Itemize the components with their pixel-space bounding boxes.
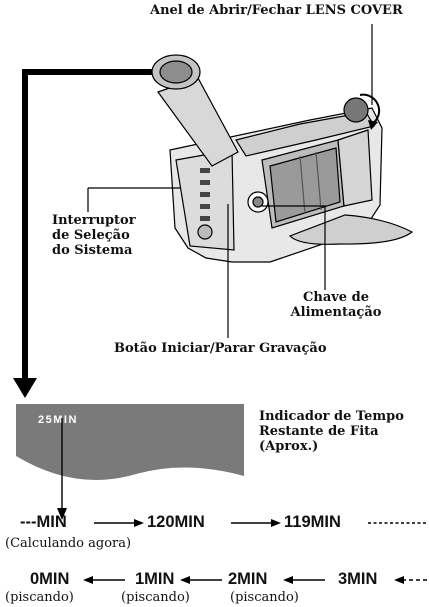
sequence-2-item-2min: 2MIN [228, 570, 268, 588]
record-button-label: Botão Iniciar/Parar Gravação [114, 341, 327, 356]
sequence-1-note: (Calculando agora) [5, 536, 132, 551]
sequence-1-continuation [368, 522, 426, 524]
system-switch-label-line-2: de Seleção [52, 228, 130, 243]
sequence-1-item-120min: 120MIN [147, 513, 205, 531]
power-switch-label-line-2: Alimentação [290, 305, 382, 320]
readout-pointer-arrow [57, 418, 67, 520]
sequence-1-arrow-1 [94, 519, 144, 527]
display-pointer-arrow [13, 69, 166, 398]
remaining-time-caption-line-2: Restante de Fita [259, 424, 379, 439]
sequence-2-note-2min: (piscando) [230, 590, 299, 605]
sequence-2-arrow-2 [180, 576, 222, 584]
sequence-1-item-calculating: ---MIN [20, 513, 67, 531]
remaining-time-caption-line-1: Indicador de Tempo [259, 409, 404, 424]
sequence-2-item-0min: 0MIN [30, 570, 70, 588]
lens-cover-label: Anel de Abrir/Fechar LENS COVER [150, 3, 403, 18]
sequence-2-item-1min: 1MIN [135, 570, 175, 588]
sequence-2-arrow-incoming [394, 576, 428, 584]
system-switch-label-line-1: Interruptor [52, 213, 136, 228]
remaining-time-caption: Indicador de Tempo Restante de Fita (Apr… [259, 409, 404, 454]
sequence-2-note-0min: (piscando) [5, 590, 74, 605]
camcorder-illustration [13, 24, 414, 398]
callout-leader-lines [87, 24, 373, 338]
sequence-2-arrow-1 [83, 576, 125, 584]
viewfinder [151, 54, 239, 167]
remaining-time-readout: 25MIN [38, 414, 78, 426]
sequence-1-item-119min: 119MIN [284, 513, 341, 531]
sequence-2-note-1min: (piscando) [121, 590, 190, 605]
sequence-1-arrow-2 [231, 519, 281, 527]
system-switch-label: Interruptor de Seleção do Sistema [52, 213, 136, 258]
power-switch-label: Chave de Alimentação [283, 290, 389, 320]
system-switch-label-line-3: do Sistema [52, 243, 133, 258]
remaining-time-caption-line-3: (Aprox.) [259, 439, 319, 454]
remaining-time-display: 25MIN [16, 404, 244, 480]
sequence-2-item-3min: 3MIN [338, 570, 378, 588]
power-switch-label-line-1: Chave de [303, 290, 369, 305]
sequence-2-arrow-3 [283, 576, 325, 584]
